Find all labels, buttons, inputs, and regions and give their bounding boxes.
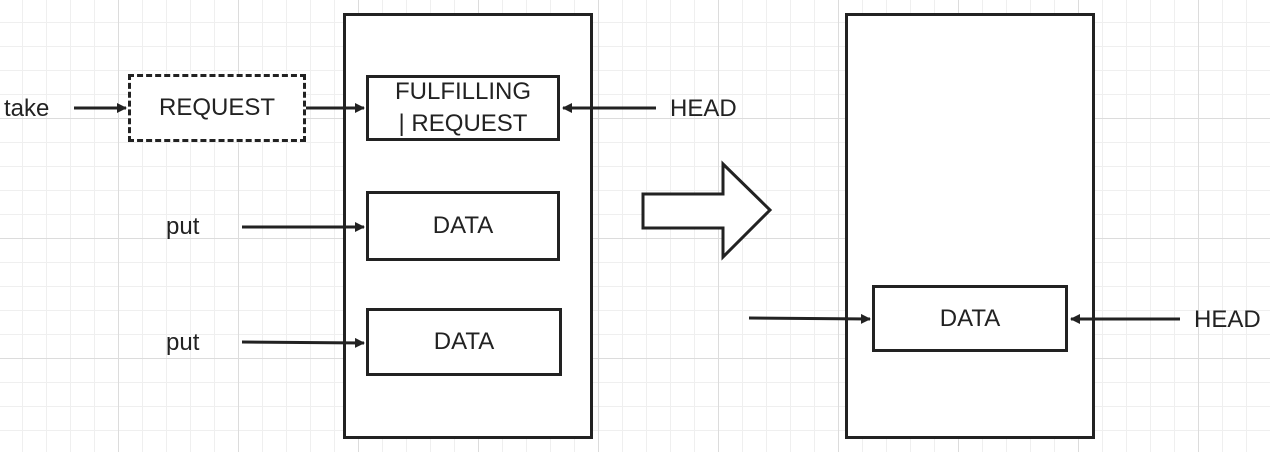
right-data-node: DATA [872, 285, 1068, 352]
transition-arrow [641, 160, 773, 261]
fulfilling-line: FULFILLING [394, 78, 532, 105]
take-label: take [4, 95, 50, 122]
request-box: REQUEST [128, 74, 306, 142]
data-node-2: DATA [366, 308, 562, 376]
request-line: | REQUEST [398, 110, 528, 137]
put-label-2: put [166, 329, 200, 356]
incoming-arrow-right [748, 313, 871, 324]
put-label-1: put [166, 213, 200, 240]
data-node-1: DATA [366, 191, 560, 261]
right-queue-container [845, 13, 1095, 439]
left-head-label: HEAD [670, 95, 737, 122]
right-head-label: HEAD [1194, 306, 1261, 333]
put-arrow-2 [241, 337, 365, 348]
fulfilling-request-node: FULFILLING | REQUEST [366, 75, 560, 141]
